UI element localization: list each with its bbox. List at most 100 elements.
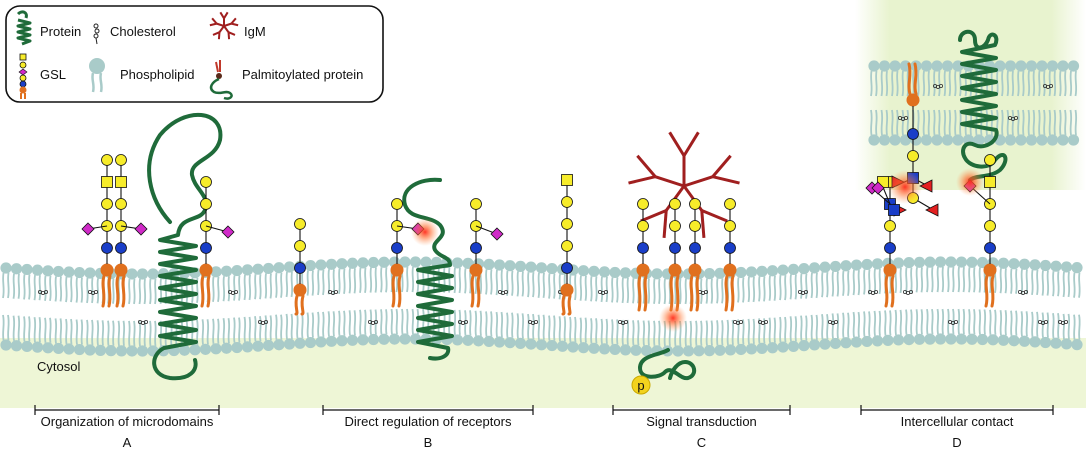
cell-lower-phospholipid [378,309,390,345]
adjacent-lower-phospholipid [941,109,954,146]
cell-upper-phospholipid [126,268,138,305]
cell-upper-phospholipid [241,264,254,301]
cell-upper-phospholipid [546,262,558,299]
cell-lower-phospholipid [346,310,359,346]
cell-lower-phospholipid [1071,314,1083,351]
protein-a [147,112,223,381]
glucose-residue [115,242,127,254]
panel-letter: A [123,435,132,450]
cell-lower-phospholipid [105,320,117,357]
gsl-legend-icon [18,53,28,99]
cell-lower-phospholipid [472,310,485,347]
cell-lower-phospholipid [1029,311,1041,348]
cell-upper-phospholipid [609,266,621,303]
cell-lower-phospholipid [945,308,957,345]
galactose-residue [561,240,573,252]
cell-lower-phospholipid [231,317,243,354]
cell-upper-phospholipid [483,258,495,295]
cytosol-label: Cytosol [37,359,80,374]
cell-upper-phospholipid [346,257,359,294]
cell-lower-phospholipid [724,319,737,356]
cell-lower-phospholipid [1008,310,1020,347]
cell-upper-phospholipid [52,265,65,302]
cell-lower-phospholipid [892,309,905,346]
cell-upper-phospholipid [0,262,12,299]
cell-lower-phospholipid [619,319,632,356]
cell-upper-phospholipid [367,256,380,293]
cell-upper-phospholipid [829,260,842,297]
galnac-residue [101,176,113,188]
cell-upper-phospholipid [336,258,348,294]
cholesterol [257,319,268,325]
adjacent-lower-phospholipid [1025,109,1038,146]
cholesterol [903,289,914,295]
gsl-ceramide-tail [293,283,307,316]
cell-upper-phospholipid [745,266,758,303]
cell-lower-phospholipid [976,309,989,346]
cell-upper-phospholipid [619,267,632,304]
galactose-residue [115,154,127,166]
cell-lower-phospholipid [294,313,306,349]
cell-lower-phospholipid [588,318,600,354]
protein-b [402,177,454,361]
glucose-residue [669,242,681,254]
cholesterol [598,289,609,295]
cell-upper-phospholipid [766,265,779,301]
galnac-residue [561,174,573,186]
cell-upper-phospholipid [955,256,968,293]
galactose-residue [637,198,649,210]
adjacent-upper-phospholipid [868,60,880,97]
cell-lower-phospholipid [451,309,464,346]
galactose-residue [294,218,306,230]
cell-lower-phospholipid [903,309,915,346]
panel-letter: D [952,435,961,450]
cholesterol [227,289,238,295]
cell-upper-phospholipid [73,266,86,303]
cell-lower-phospholipid [546,315,558,352]
cholesterol-molecules [38,84,1069,325]
cell-lower-phospholipid [913,309,926,345]
cell-lower-phospholipid [924,308,936,345]
cell-upper-phospholipid [1018,258,1031,295]
galactose-residue [101,198,113,210]
adjacent-lower-phospholipid [1057,109,1069,146]
cell-lower-phospholipid [21,316,33,353]
cholesterol [948,319,959,325]
gsl-ceramide-tail [983,263,997,308]
cell-lower-phospholipid [94,320,107,356]
galactose-residue [200,198,212,210]
cell-lower-phospholipid [462,310,474,346]
cell-upper-phospholipid [42,265,54,302]
phosphate-label: p [637,378,644,393]
cell-lower-phospholipid [399,308,411,345]
cell-upper-phospholipid [777,264,789,301]
cell-upper-phospholipid [945,256,957,293]
cell-lower-phospholipid [504,312,516,349]
cell-upper-phospholipid [84,267,96,304]
cell-lower-phospholipid [126,320,138,357]
cell-upper-phospholipid [787,263,800,300]
cell-lower-phospholipid [1050,313,1062,349]
cell-lower-phospholipid [241,316,254,353]
gsl-ceramide-tail [560,283,574,316]
cell-upper-phospholipid [577,265,590,301]
cell-lower-phospholipid [745,318,758,355]
adjacent-lower-phospholipid [1004,109,1017,146]
adjacent-lower-phospholipid [889,109,901,146]
cholesterol [698,289,709,295]
adjacent-lower-phospholipid [1046,109,1059,146]
adjacent-upper-phospholipid [1004,60,1017,97]
cell-lower-phospholipid [10,315,23,352]
adjacent-upper-phospholipid [1067,60,1080,97]
cell-upper-phospholipid [924,256,936,293]
cell-lower-phospholipid [525,313,537,350]
cholesterol [1008,116,1019,122]
legend: Protein Cholesterol IgM GSL Phospholip [5,5,384,103]
panel-title: Intercellular contact [901,414,1014,429]
cell-lower-phospholipid [630,320,642,356]
cholesterol [618,319,629,325]
cell-upper-phospholipid [315,259,327,296]
